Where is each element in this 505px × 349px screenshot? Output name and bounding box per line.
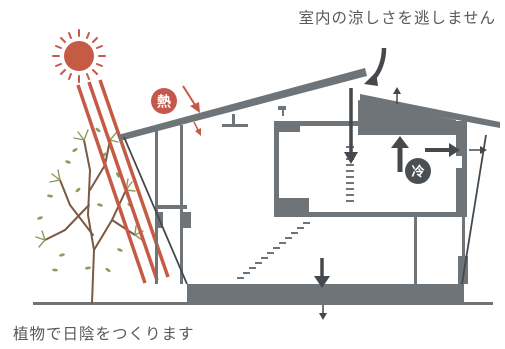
eave-guides — [123, 134, 487, 285]
cool-badge-label: 冷 — [411, 164, 424, 180]
caption-plant-shade: 植物で日陰をつくります — [13, 325, 195, 343]
house-structure — [118, 68, 500, 284]
sun-rays — [76, 79, 170, 284]
foundation-slab — [187, 284, 464, 303]
heat-arrow-icon — [182, 85, 201, 136]
cool-arrow-icon — [314, 47, 487, 320]
sun-icon — [52, 29, 106, 83]
heat-badge — [151, 88, 177, 114]
caption-keep-cool: 室内の涼しさを逃しません — [298, 9, 496, 27]
ground-line — [33, 302, 493, 305]
cool-badge — [405, 158, 431, 184]
heat-badge-label: 熱 — [157, 94, 171, 111]
